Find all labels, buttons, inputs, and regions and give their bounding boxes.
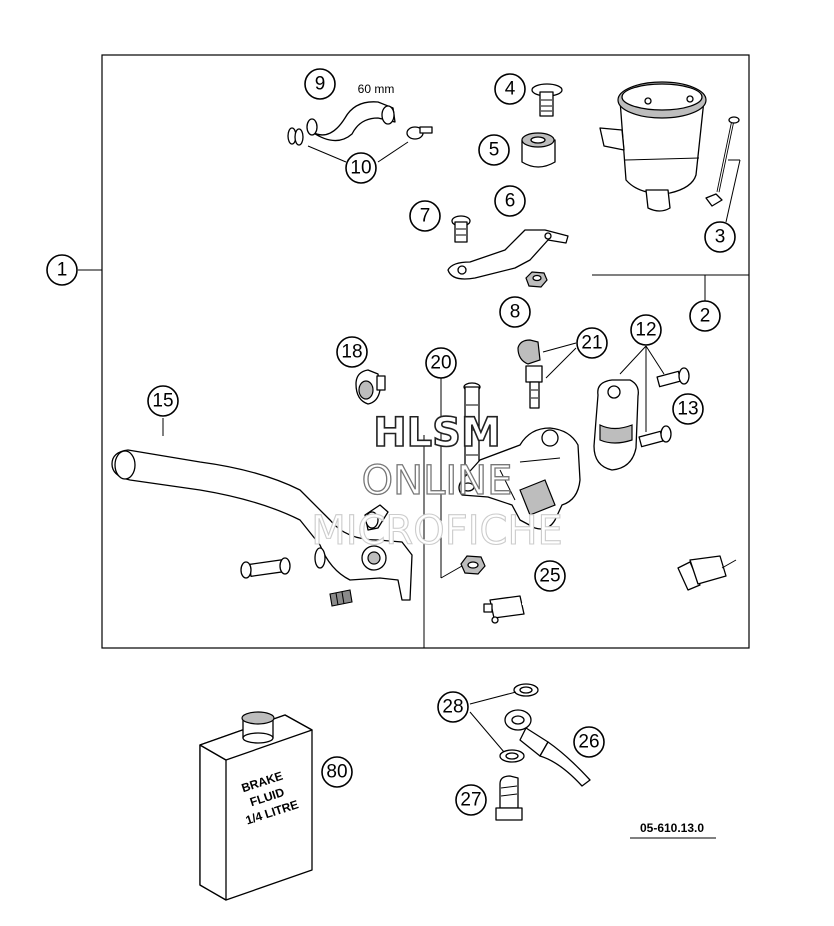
brake-fluid-bottle-part-80	[199, 711, 313, 901]
nut-part-8	[525, 271, 548, 288]
callout-8: 8	[499, 296, 531, 328]
bleed-screw-part-21	[525, 365, 543, 409]
nut-part-20	[460, 555, 486, 575]
hose-length-label: 60 mm	[358, 82, 395, 96]
screw-part-20	[463, 382, 481, 476]
drawing-number: 05-610.13.0	[640, 821, 704, 835]
reservoir-part	[599, 81, 707, 212]
adjust-screw-part	[240, 557, 291, 579]
svg-text:26: 26	[578, 732, 599, 753]
callout-15: 15	[147, 385, 179, 417]
screw-lower-part-12	[638, 425, 672, 448]
assembly-frame	[101, 54, 750, 649]
hose-part-9	[306, 101, 396, 142]
brake-lever-part-15	[111, 449, 413, 601]
svg-text:12: 12	[635, 320, 656, 341]
svg-text:6: 6	[505, 191, 516, 212]
pivot-bolt-part-18	[355, 369, 386, 405]
callout-2: 2	[689, 300, 721, 332]
svg-text:18: 18	[341, 342, 362, 363]
callout-20: 20	[425, 347, 457, 379]
callout-28: 28	[437, 691, 469, 723]
svg-text:9: 9	[315, 74, 326, 95]
svg-text:2: 2	[700, 306, 711, 327]
svg-text:7: 7	[420, 206, 431, 227]
brake-switch-part-25	[483, 555, 737, 624]
svg-text:10: 10	[350, 158, 371, 179]
svg-text:21: 21	[581, 333, 602, 354]
callout-80: 80	[321, 756, 353, 788]
svg-text:25: 25	[539, 566, 560, 587]
callout-6: 6	[494, 185, 526, 217]
svg-text:13: 13	[677, 399, 698, 420]
grommet-part-5	[521, 132, 556, 168]
svg-text:1: 1	[57, 260, 68, 281]
svg-text:15: 15	[152, 391, 173, 412]
watermark-line-3: MICROFICHE	[311, 508, 563, 554]
banjo-bolt-part-27	[495, 775, 523, 821]
callout-26: 26	[573, 726, 605, 758]
handlebar-clamp-part	[593, 379, 639, 471]
seal-upper-part-28	[513, 683, 539, 697]
callout-10: 10	[345, 152, 377, 184]
svg-text:3: 3	[715, 227, 726, 248]
callout-27: 27	[455, 784, 487, 816]
bleed-cap-part-21	[517, 339, 541, 365]
brake-hose-part-26	[504, 709, 591, 787]
screw-upper-part-12	[656, 367, 690, 388]
screw-part-3	[705, 116, 740, 207]
callout-1: 1	[46, 254, 78, 286]
callout-3: 3	[704, 221, 736, 253]
clamp-left-part-10	[287, 127, 304, 146]
screw-part-7	[451, 215, 471, 243]
callout-21: 21	[576, 327, 608, 359]
callout-9: 9	[304, 68, 336, 100]
callout-4: 4	[494, 73, 526, 105]
bracket-part-6	[447, 229, 569, 280]
screw-part-4	[531, 83, 563, 117]
callout-5: 5	[478, 134, 510, 166]
clamp-right-part-10	[406, 126, 433, 140]
spring-part	[329, 589, 353, 607]
svg-text:4: 4	[505, 79, 516, 100]
callout-25: 25	[534, 560, 566, 592]
callout-18: 18	[336, 336, 368, 368]
svg-text:8: 8	[510, 302, 521, 323]
seal-lower-part-28	[499, 749, 525, 763]
watermark-line-1: HLSM	[373, 410, 501, 456]
svg-text:20: 20	[430, 353, 451, 374]
callout-13: 13	[672, 393, 704, 425]
svg-text:28: 28	[442, 697, 463, 718]
callout-7: 7	[409, 200, 441, 232]
svg-text:80: 80	[326, 762, 347, 783]
svg-text:5: 5	[489, 140, 500, 161]
svg-text:27: 27	[460, 790, 481, 811]
watermark-line-2: ONLINE	[362, 458, 513, 504]
master-cylinder-body	[458, 427, 581, 530]
callout-12: 12	[630, 314, 662, 346]
